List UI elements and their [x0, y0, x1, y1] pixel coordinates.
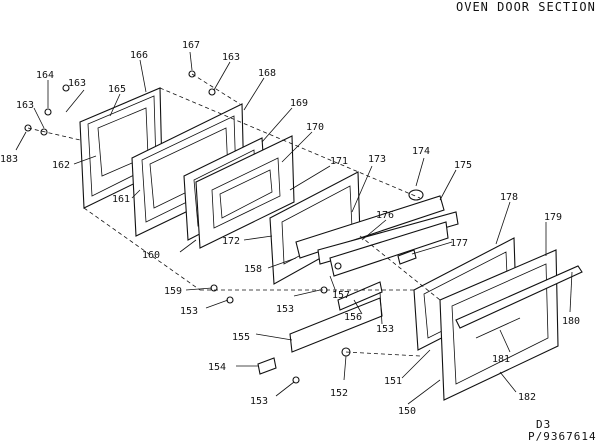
callout-174: 174	[412, 146, 430, 157]
leader-lines	[15, 51, 573, 405]
door-handle	[455, 265, 583, 329]
callout-181: 181	[492, 354, 510, 365]
door-bumper	[408, 189, 424, 201]
callout-160: 160	[142, 250, 160, 261]
callout-155: 155	[232, 332, 250, 343]
callout-156: 156	[344, 312, 362, 323]
callout-167: 167	[182, 40, 200, 51]
callout-168: 168	[258, 68, 276, 79]
callout-150: 150	[398, 406, 416, 417]
hinge-bracket	[295, 195, 459, 277]
footer-code: D3	[536, 418, 552, 431]
hinge-plate	[257, 357, 277, 375]
callout-165: 165	[108, 84, 126, 95]
callout-166: 166	[130, 50, 148, 61]
callout-163: 163	[68, 78, 86, 89]
callout-176: 176	[376, 210, 394, 221]
vent-panel	[289, 297, 383, 353]
diagram-title: OVEN DOOR SECTION	[456, 0, 596, 14]
callout-159: 159	[164, 286, 182, 297]
callout-182: 182	[518, 392, 536, 403]
callout-163: 163	[16, 100, 34, 111]
callout-158: 158	[244, 264, 262, 275]
callout-162: 162	[52, 160, 70, 171]
callout-164: 164	[36, 70, 54, 81]
callout-183: 183	[0, 154, 18, 165]
assembly-guide-lines	[27, 73, 441, 357]
callout-173: 173	[368, 154, 386, 165]
callout-170: 170	[306, 122, 324, 133]
callout-151: 151	[384, 376, 402, 387]
callout-180: 180	[562, 316, 580, 327]
footer-part-number: P/9367614	[528, 430, 597, 443]
window-frame	[195, 135, 295, 249]
callout-172: 172	[222, 236, 240, 247]
callout-179: 179	[544, 212, 562, 223]
callout-161: 161	[112, 194, 130, 205]
callout-154: 154	[208, 362, 226, 373]
callout-163: 163	[222, 52, 240, 63]
callout-153: 153	[376, 324, 394, 335]
callout-153: 153	[250, 396, 268, 407]
callout-175: 175	[454, 160, 472, 171]
callout-178: 178	[500, 192, 518, 203]
callout-152: 152	[330, 388, 348, 399]
callout-169: 169	[290, 98, 308, 109]
callout-171: 171	[330, 156, 348, 167]
callout-157: 157	[332, 290, 350, 301]
callout-153: 153	[276, 304, 294, 315]
callout-153: 153	[180, 306, 198, 317]
callout-177: 177	[450, 238, 468, 249]
retainer-clip	[397, 249, 417, 265]
support-strip	[337, 281, 383, 311]
